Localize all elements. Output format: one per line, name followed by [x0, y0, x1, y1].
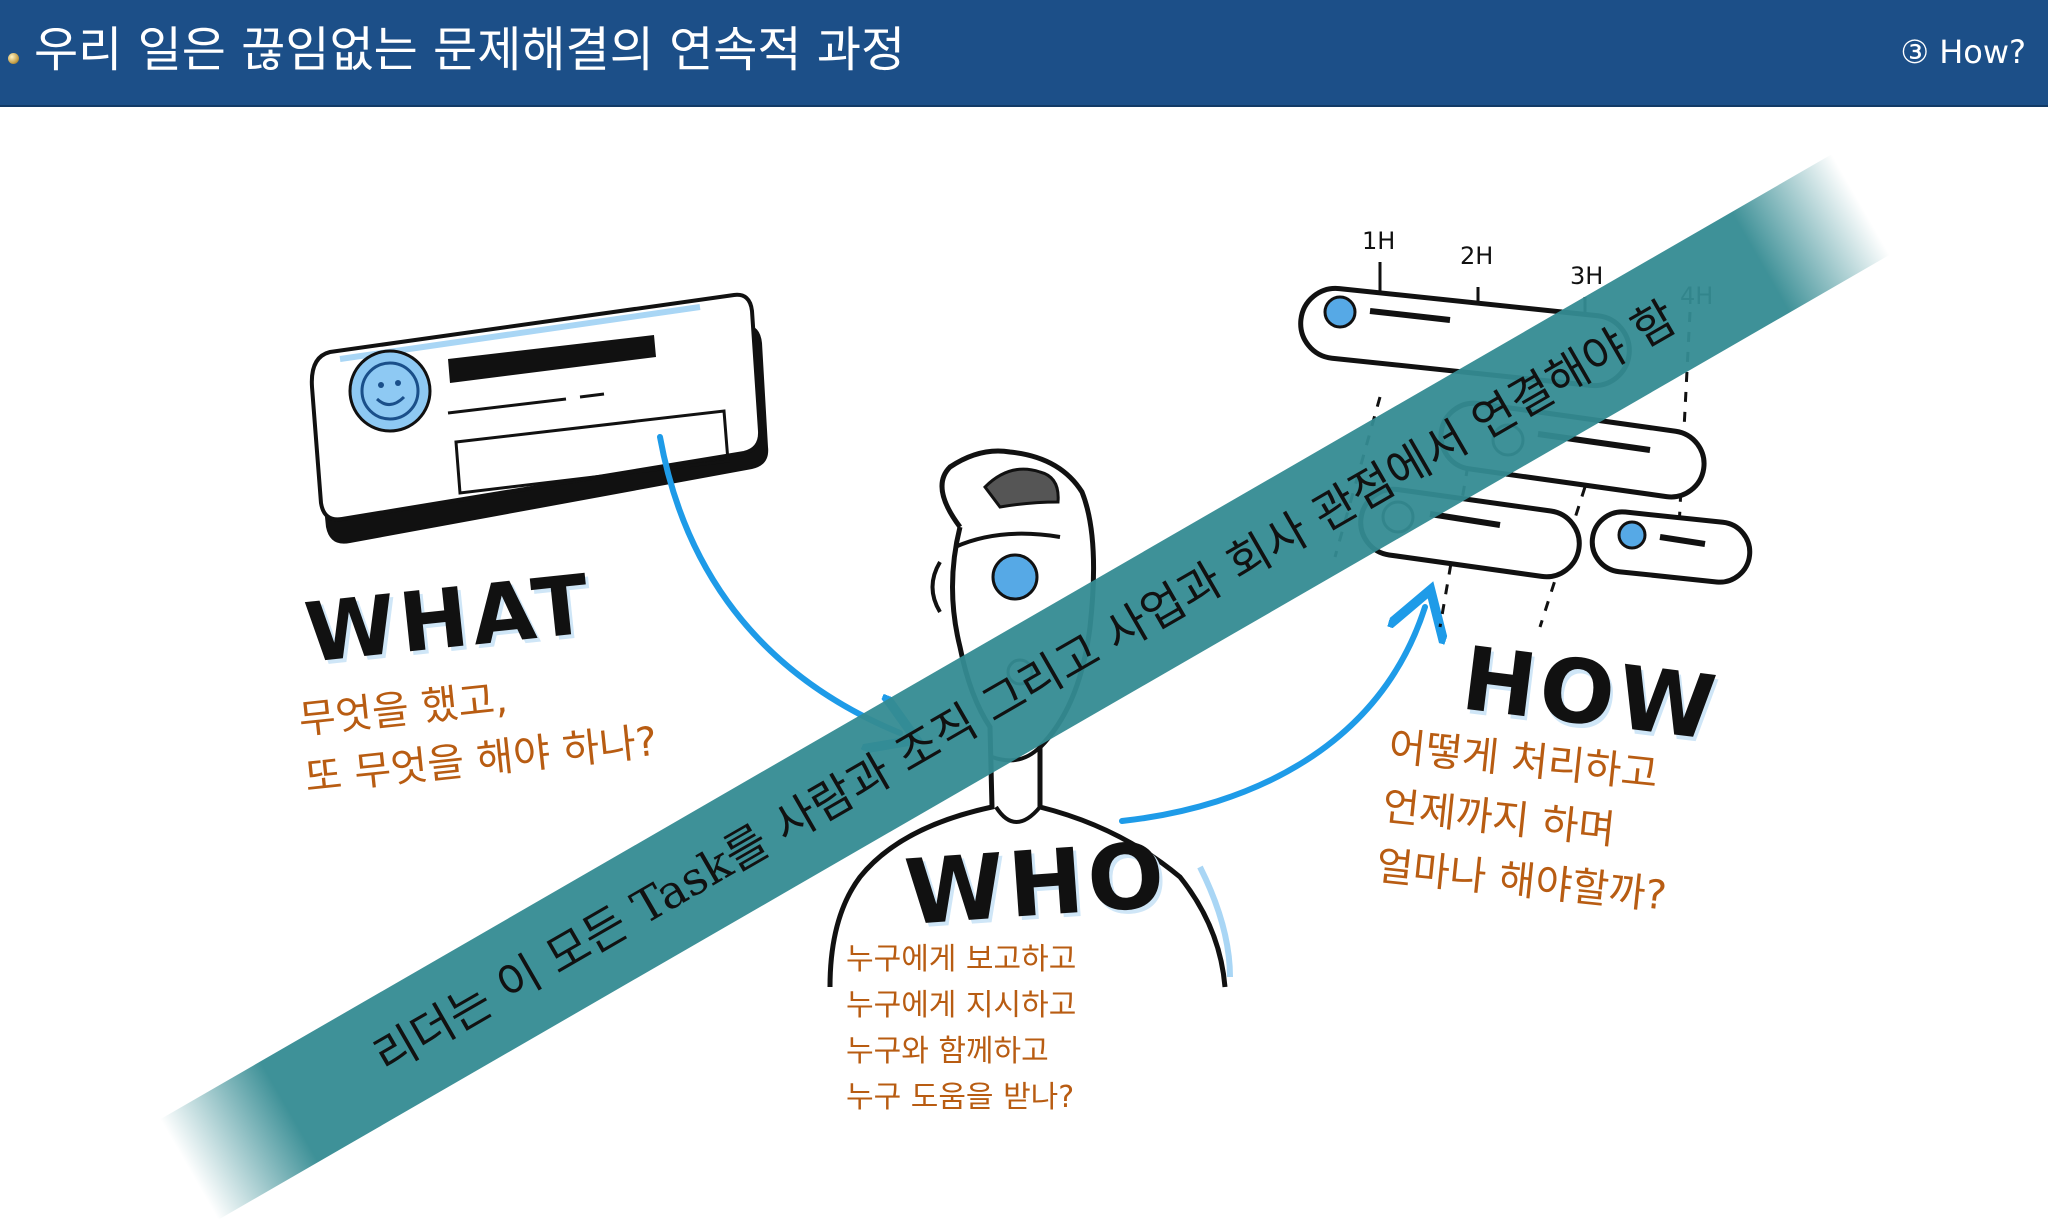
- illustration-canvas: 1H 2H 3H 4H WHAT 무엇을 했고, 또 무엇을 해야 하나? WH…: [0, 107, 2048, 1220]
- bullet-icon: [8, 53, 19, 64]
- who-heading: WHO: [901, 822, 1172, 947]
- who-description: 누구에게 보고하고 누구에게 지시하고 누구와 함께하고 누구 도움을 받나?: [846, 937, 1076, 1121]
- slide-step-label: ③ How?: [1900, 33, 2026, 71]
- slide-header: 우리 일은 끊임없는 문제해결의 연속적 과정 ③ How?: [0, 0, 2048, 107]
- slide-title: 우리 일은 끊임없는 문제해결의 연속적 과정: [34, 22, 906, 78]
- who-line-2: 누구에게 지시하고: [846, 988, 1077, 1023]
- timeline-label-1h: 1H: [1362, 227, 1396, 255]
- how-description: 어떻게 처리하고 언제까지 하며 얼마나 해야할까?: [1373, 717, 1682, 926]
- who-to-how-arrow: [1119, 607, 1425, 824]
- what-to-who-arrow: [657, 434, 900, 733]
- illustration-drawing: [309, 262, 1753, 988]
- who-line-3: 누구와 함께하고: [846, 1034, 1049, 1069]
- timeline-label-3h: 3H: [1570, 262, 1604, 290]
- who-line-1: 누구에게 보고하고: [846, 942, 1077, 977]
- who-line-4: 누구 도움을 받나?: [846, 1080, 1075, 1115]
- timeline-label-2h: 2H: [1460, 242, 1494, 270]
- what-card-illustration: [309, 292, 769, 544]
